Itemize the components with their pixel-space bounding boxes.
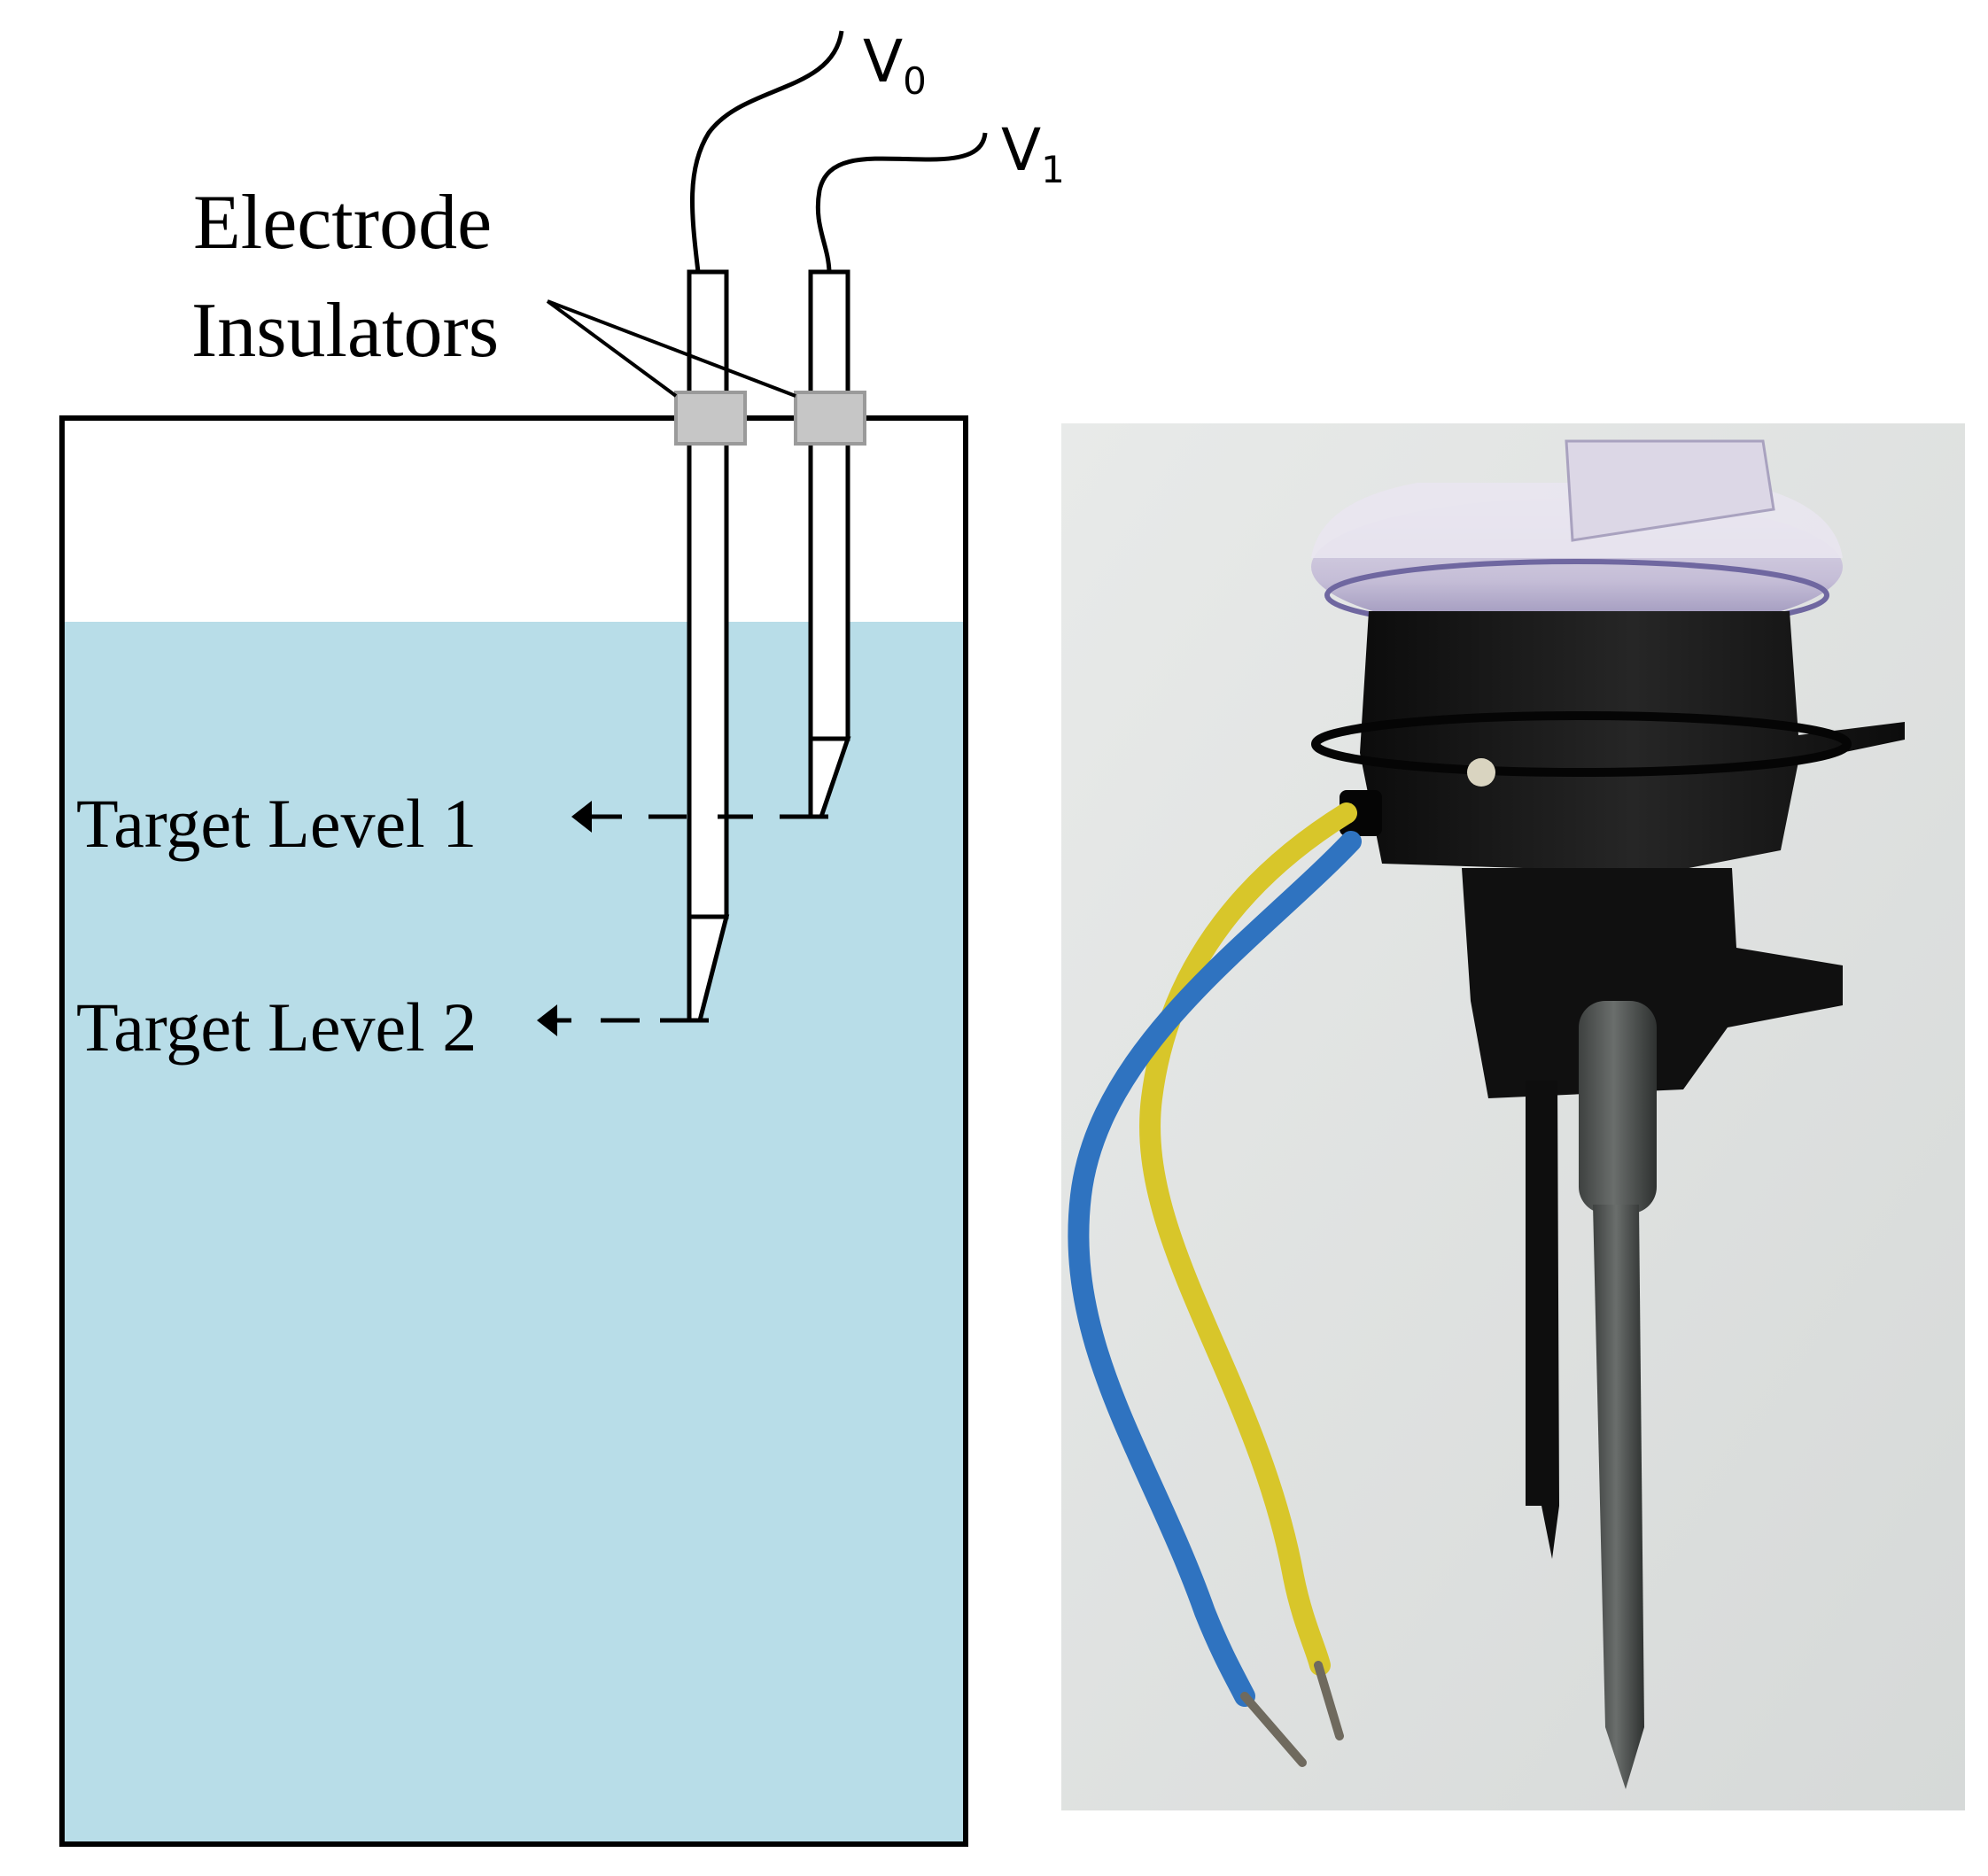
sensor-probe-sleeve xyxy=(1579,1001,1657,1213)
sensor-housing-ring xyxy=(1311,711,1852,777)
label-v1-subscript: 1 xyxy=(1041,148,1065,191)
sensor-wire-yellow xyxy=(1139,802,1357,1676)
electrode-v0 xyxy=(680,30,844,1023)
water-fill xyxy=(62,622,966,1844)
sensor-wire-blue xyxy=(1068,831,1362,1707)
label-electrode-insulators-line1: Electrode xyxy=(193,180,492,266)
sensor-wire-blue-end xyxy=(1240,1692,1307,1767)
insulator-v1 xyxy=(794,391,866,446)
tank-outline xyxy=(59,415,968,1847)
sensor-photo xyxy=(1061,423,1965,1810)
tank-schematic: V0 V1 Electrode Insulators Target Level … xyxy=(59,27,1065,1847)
electrode-v1-wire xyxy=(815,132,988,273)
sensor-housing-screw xyxy=(1467,758,1495,787)
insulator-pointer-1 xyxy=(546,299,678,398)
label-v1-base: V xyxy=(1001,116,1041,184)
electrode-v0-rod xyxy=(687,269,729,919)
insulator-v0 xyxy=(674,391,747,446)
sensor-wire-yellow-end xyxy=(1314,1661,1344,1740)
target-level-2-arrowhead xyxy=(537,1004,557,1036)
sensor-probe-thin xyxy=(1526,1081,1559,1559)
electrode-v0-wire xyxy=(689,30,844,273)
sensor-lid-cap xyxy=(1565,439,1775,542)
label-electrode-insulators-line2: Insulators xyxy=(191,288,499,374)
label-v0: V0 xyxy=(863,27,927,103)
sensor-probe-strip xyxy=(1593,1205,1644,1789)
electrode-v1 xyxy=(802,132,988,819)
label-v1: V1 xyxy=(1001,116,1065,191)
label-v0-subscript: 0 xyxy=(903,59,927,103)
electrode-v1-rod xyxy=(808,269,850,741)
sensor-cable-grommet xyxy=(1340,790,1382,836)
label-v0-base: V xyxy=(863,27,903,96)
target-level-2-arrow xyxy=(537,1004,680,1036)
target-level-1-arrow xyxy=(571,801,802,833)
label-target-level-2: Target Level 2 xyxy=(76,988,477,1066)
sensor-housing-lower xyxy=(1462,868,1843,1098)
label-target-level-1: Target Level 1 xyxy=(76,785,477,862)
target-level-1-arrowhead xyxy=(571,801,592,833)
sensor-housing xyxy=(1360,611,1905,872)
insulator-pointer-2 xyxy=(547,299,796,398)
